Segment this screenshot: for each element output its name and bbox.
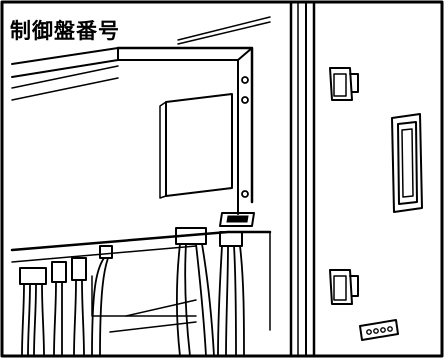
mounting-box: [116, 46, 254, 215]
nameplate: [159, 93, 233, 199]
screw-hole: [241, 76, 249, 84]
base-cutout: [219, 212, 255, 227]
lower-latch: [329, 269, 359, 305]
cabinet-edge: [289, 0, 316, 358]
callout-leader-lines: [177, 16, 271, 45]
door-handle: [391, 113, 423, 213]
screw-hole: [241, 96, 249, 104]
cable-bundle-left: [19, 245, 113, 357]
top-panel: [11, 47, 119, 101]
control-panel-number-label: 制御盤番号: [8, 19, 122, 43]
cable-bundle-right: [175, 227, 245, 357]
screw-hole: [241, 190, 249, 198]
upper-latch: [329, 67, 359, 101]
terminal-block: [359, 319, 399, 341]
